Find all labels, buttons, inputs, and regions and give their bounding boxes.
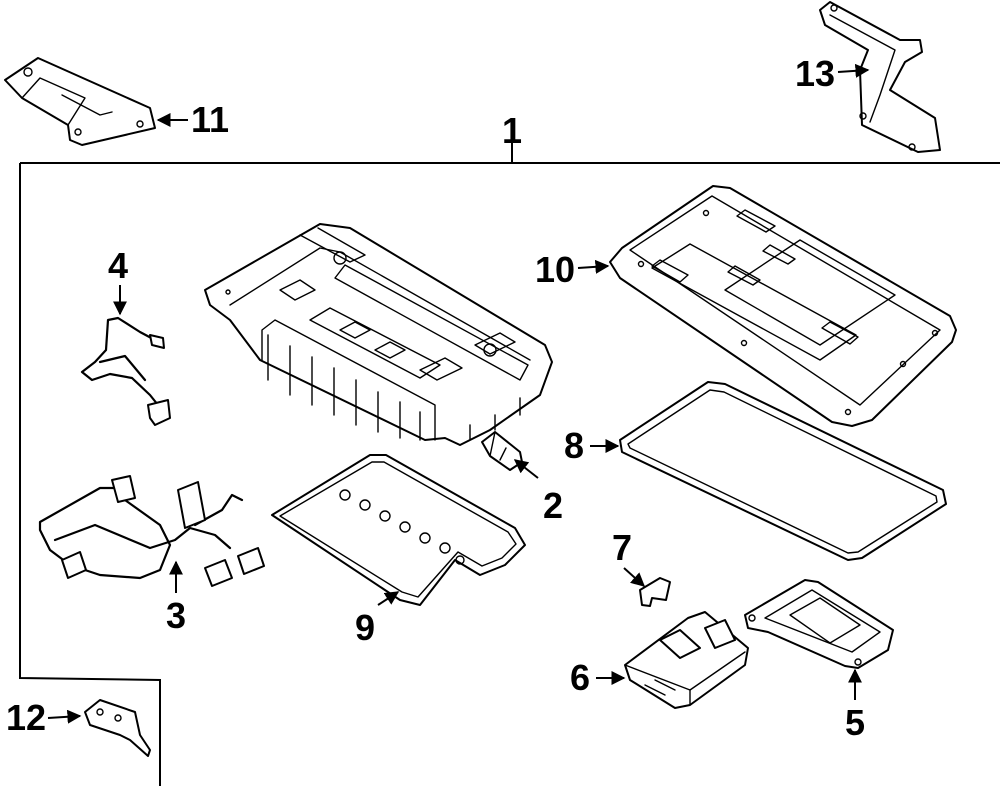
callout-8: 8 <box>564 425 584 466</box>
callout-10: 10 <box>535 249 575 290</box>
part-8-gasket <box>619 381 947 561</box>
callout-13: 13 <box>795 53 835 94</box>
part-6-module <box>624 611 749 709</box>
callout-7: 7 <box>612 527 632 568</box>
callout-10-leader <box>577 259 610 274</box>
callout-2: 2 <box>543 485 563 526</box>
callout-11: 11 <box>191 99 229 140</box>
part-3-harness <box>38 475 265 587</box>
callout-1: 1 <box>502 110 522 151</box>
callout-6: 6 <box>570 657 590 698</box>
callout-9-leader <box>377 591 400 606</box>
part-5-bracket <box>744 579 894 669</box>
part-4-harness <box>80 316 171 426</box>
part-13-bracket <box>819 1 941 153</box>
callout-4: 4 <box>108 245 128 286</box>
callout-5: 5 <box>845 702 865 743</box>
callout-9: 9 <box>355 607 375 648</box>
callout-12: 12 <box>6 697 46 738</box>
part-9-gasket <box>271 454 526 606</box>
callout-12-leader <box>47 709 82 724</box>
part-7-clip <box>639 577 671 607</box>
callout-2-leader <box>513 459 539 479</box>
battery-tray <box>204 223 553 446</box>
part-12-bracket <box>84 699 151 757</box>
part-2-connector <box>481 431 523 471</box>
part-10-cover <box>609 185 957 427</box>
assembly-frame <box>19 162 1000 786</box>
callout-7-leader <box>623 567 646 587</box>
part-11-bracket <box>4 57 156 146</box>
callout-3: 3 <box>166 595 186 636</box>
callout-13-leader <box>837 63 870 78</box>
